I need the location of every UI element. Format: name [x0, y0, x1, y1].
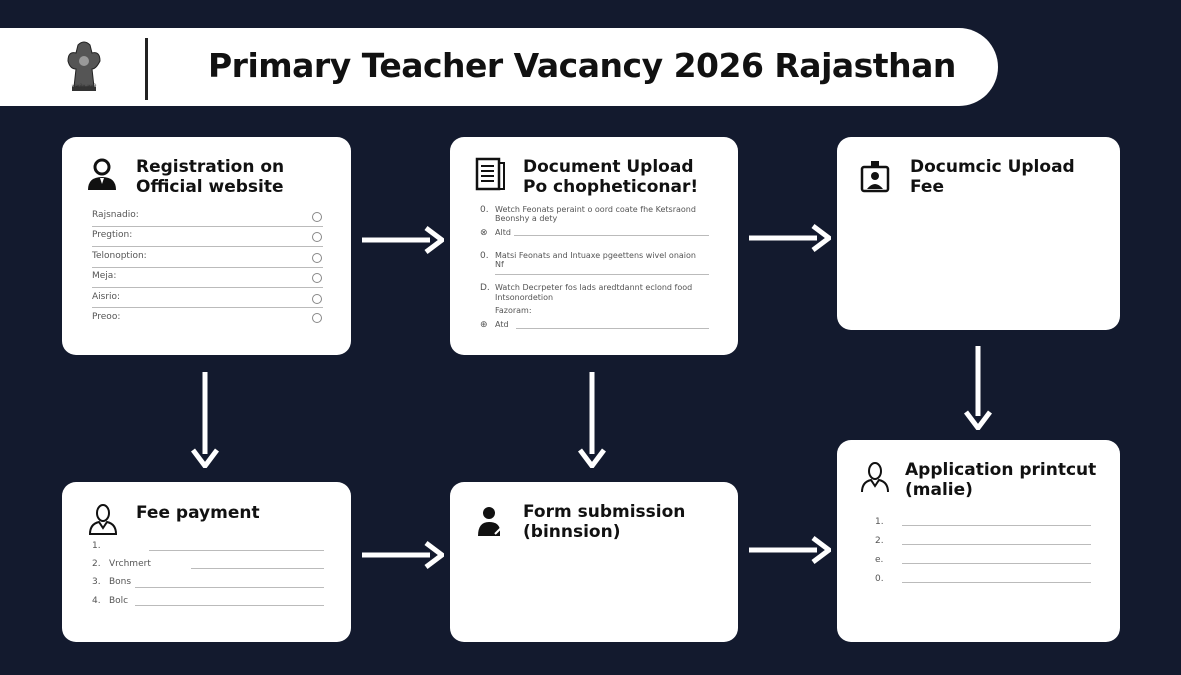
arrow-right-icon	[749, 536, 831, 564]
item-text-line: Wetch Feonats peraint o oord coate fhe K…	[495, 205, 696, 214]
radio-button[interactable]	[312, 294, 322, 304]
user-outline-icon	[88, 504, 118, 535]
list-number: e.	[875, 555, 884, 565]
input-line[interactable]	[135, 587, 324, 588]
card-title-line1: Form submission	[523, 502, 686, 522]
national-emblem-icon	[67, 41, 101, 91]
list-number: 2.	[92, 559, 101, 569]
card-title-line1: Registration on	[136, 157, 285, 177]
card-title-line2: Po chopheticonar!	[523, 177, 699, 197]
form-row-label: Telonoption:	[92, 251, 147, 261]
list-number: 3.	[92, 577, 101, 587]
item-text: Wetch Feonats peraint o oord coate fhe K…	[495, 205, 705, 223]
header-banner: सत्यमेव जयते Primary Teacher Vacancy 202…	[0, 28, 998, 106]
input-line[interactable]	[149, 550, 324, 551]
row-divider	[92, 307, 323, 308]
user-tie-icon	[88, 158, 116, 190]
card-document-upload-fee: Documcic Upload Fee	[837, 137, 1120, 330]
card-title-line1: Documcic Upload	[910, 157, 1075, 177]
row-divider	[92, 246, 323, 247]
page-title: Primary Teacher Vacancy 2026 Rajasthan	[208, 46, 956, 85]
item-sub-marker: ⊗	[480, 228, 488, 238]
form-row-label: Aisrio:	[92, 292, 121, 302]
form-row-label: Preoo:	[92, 312, 121, 322]
item-text-line: Intsonordetion	[495, 293, 554, 302]
card-registration: Registration on Official website Rajsnad…	[62, 137, 351, 355]
input-line[interactable]	[135, 605, 324, 606]
item-text: Watch Decrpeter fos lads aredtdannt eclo…	[495, 283, 705, 316]
radio-button[interactable]	[312, 212, 322, 222]
list-number: 1.	[875, 517, 884, 527]
item-marker: 0.	[480, 205, 489, 215]
list-label: Bolc	[109, 596, 129, 606]
card-document-upload: Document Upload Po chopheticonar! 0. Wet…	[450, 137, 738, 355]
arrow-down-icon	[578, 372, 606, 468]
item-sub-label: Atd	[495, 320, 509, 329]
arrow-right-icon	[749, 224, 831, 252]
radio-button[interactable]	[312, 253, 322, 263]
form-row-label: Pregtion:	[92, 230, 133, 240]
arrow-down-icon	[191, 372, 219, 468]
form-row-label: Meja:	[92, 271, 117, 281]
row-divider	[92, 287, 323, 288]
input-line[interactable]	[902, 582, 1091, 583]
input-line[interactable]	[516, 328, 709, 329]
card-title: Fee payment	[136, 503, 260, 523]
document-icon	[475, 157, 505, 191]
header-divider	[145, 38, 148, 100]
user-writing-icon	[478, 507, 506, 536]
item-text-line: Watch Decrpeter fos lads aredtdannt eclo…	[495, 283, 693, 292]
item-sub-label: Altd	[495, 228, 511, 237]
card-title-line1: Application printcut	[905, 460, 1097, 480]
item-text-line: Matsi Feonats and Intuaxe pgeettens wive…	[495, 251, 696, 260]
input-line[interactable]	[902, 525, 1091, 526]
input-line[interactable]	[514, 235, 709, 236]
item-text-line: Nf	[495, 260, 504, 269]
card-form-submission: Form submission (binnsion)	[450, 482, 738, 642]
card-application-printout: Application printcut (malie) 1. 2. e. 0.	[837, 440, 1120, 642]
card-title-line1: Document Upload	[523, 157, 694, 177]
card-title-line2: Official website	[136, 177, 284, 197]
list-number: 2.	[875, 536, 884, 546]
row-divider	[92, 267, 323, 268]
card-title-line2: Fee	[910, 177, 944, 197]
user-outline-icon	[861, 462, 889, 493]
item-text-line: Fazoram:	[495, 306, 532, 315]
form-row-label: Rajsnadio:	[92, 210, 139, 220]
list-label: Vrchmert	[109, 559, 151, 569]
item-sub-marker: ⊕	[480, 320, 488, 330]
radio-button[interactable]	[312, 313, 322, 323]
input-line[interactable]	[902, 563, 1091, 564]
arrow-right-icon	[362, 226, 444, 254]
radio-button[interactable]	[312, 232, 322, 242]
input-line[interactable]	[902, 544, 1091, 545]
radio-button[interactable]	[312, 273, 322, 283]
row-divider	[92, 226, 323, 227]
id-badge-icon	[860, 161, 890, 193]
emblem-caption: सत्यमेव जयते	[71, 84, 97, 90]
card-title-line2: (malie)	[905, 480, 973, 500]
card-title-line2: (binnsion)	[523, 522, 621, 542]
item-text-line: Beonshy a dety	[495, 214, 558, 223]
arrow-down-icon	[964, 346, 992, 430]
input-line[interactable]	[191, 568, 324, 569]
list-number: 1.	[92, 541, 101, 551]
list-number: 0.	[875, 574, 884, 584]
arrow-right-icon	[362, 541, 444, 569]
item-text: Matsi Feonats and Intuaxe pgeettens wive…	[495, 251, 705, 269]
list-number: 4.	[92, 596, 101, 606]
list-label: Bons	[109, 577, 132, 587]
item-marker: 0.	[480, 251, 489, 261]
input-line[interactable]	[495, 274, 709, 275]
item-marker: D.	[480, 283, 490, 293]
card-fee-payment: Fee payment 1. 2. Vrchmert 3. Bons 4. Bo…	[62, 482, 351, 642]
